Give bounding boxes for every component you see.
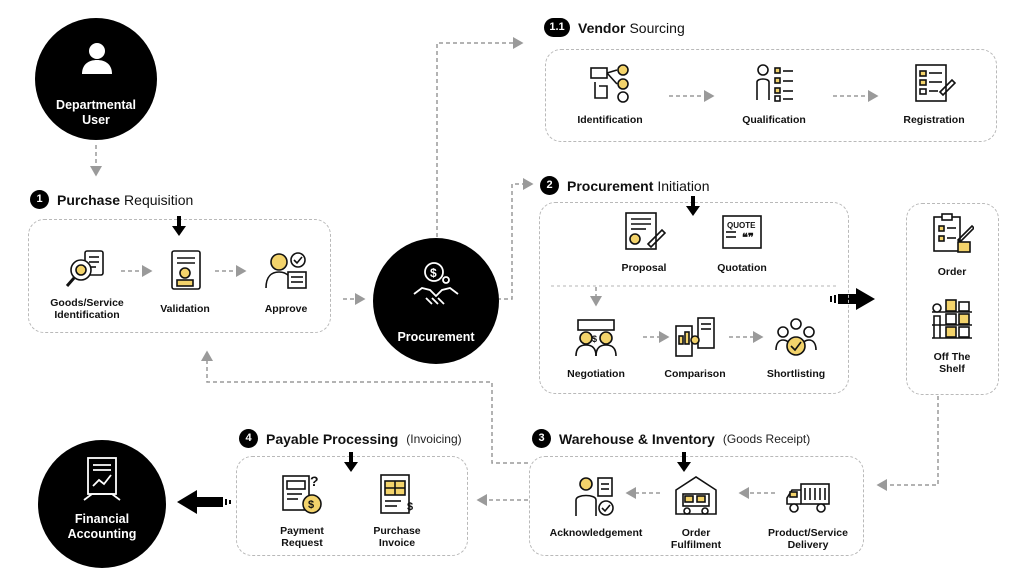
acknowledgement-step: Acknowledgement xyxy=(550,474,642,539)
approve-step: Approve xyxy=(263,248,309,315)
validation-step: Validation xyxy=(160,248,210,315)
vendor-sourcing-box xyxy=(545,49,997,142)
qualification-step: Qualification xyxy=(742,62,806,126)
entry-down-arrow xyxy=(344,452,358,472)
product-service-delivery-label: Product/Service Delivery xyxy=(768,527,848,551)
comparison-step: Comparison xyxy=(664,316,726,380)
shortlisting-step: Shortlisting xyxy=(767,316,825,380)
payable-processing-title: 4 Payable Processing (Invoicing) xyxy=(239,429,462,448)
order-step: Order xyxy=(930,212,974,278)
purchase-invoice-step: $ Purchase Invoice xyxy=(373,472,421,549)
section-title-bold: Payable Processing xyxy=(266,430,399,447)
svg-text:QUOTE: QUOTE xyxy=(727,221,756,230)
registration-form-icon xyxy=(912,62,956,104)
approve-label: Approve xyxy=(264,303,308,315)
section-title-rest: Sourcing xyxy=(629,19,685,36)
section-title-rest: Initiation xyxy=(657,177,710,194)
warehouse-icon xyxy=(673,474,719,518)
financial-accounting-node: Financial Accounting xyxy=(38,440,166,568)
section-subtitle: (Goods Receipt) xyxy=(722,431,811,446)
procurement-initiation-box xyxy=(539,202,849,394)
payment-request-step: ?$ Payment Request xyxy=(280,472,324,549)
entry-down-arrow xyxy=(172,216,186,236)
order-options-box xyxy=(906,203,999,395)
procurement-hub-node: $ Procurement xyxy=(373,238,499,364)
svg-text:$: $ xyxy=(407,501,413,513)
step-number-badge: 1.1 xyxy=(544,18,570,37)
order-label: Order xyxy=(937,266,967,278)
product-service-delivery-step: Product/Service Delivery xyxy=(768,476,848,551)
svg-text:❝❞: ❝❞ xyxy=(742,232,754,244)
validation-document-icon xyxy=(163,248,207,294)
identification-label: Identification xyxy=(577,114,643,126)
section-title-bold: Vendor xyxy=(578,19,626,36)
section-title-bold: Warehouse & Inventory xyxy=(559,430,715,447)
step-number-badge: 3 xyxy=(532,429,551,448)
proposal-label: Proposal xyxy=(621,262,667,274)
off-the-shelf-step: Off The Shelf xyxy=(930,298,974,375)
quotation-step: QUOTE ❝❞ Quotation xyxy=(717,212,767,274)
step-number-badge: 1 xyxy=(30,190,49,209)
svg-text:$: $ xyxy=(308,499,314,511)
validation-label: Validation xyxy=(160,303,210,315)
acknowledgement-icon xyxy=(574,474,618,518)
departmental-user-node: Departmental User xyxy=(35,18,157,140)
vendor-sourcing-title: 1.1 Vendor Sourcing xyxy=(544,18,685,37)
order-fulfilment-label: Order Fulfilment xyxy=(670,527,722,551)
procurement-initiation-title: 2 Procurement Initiation xyxy=(540,176,710,195)
delivery-truck-icon xyxy=(785,476,831,516)
svg-text:$: $ xyxy=(592,334,597,344)
handshake-dollar-icon: $ xyxy=(412,260,460,312)
goods-search-icon xyxy=(63,248,111,292)
goods-service-identification-label: Goods/Service Identification xyxy=(50,297,124,321)
procurement-hub-label: Procurement xyxy=(397,330,475,344)
warehouse-inventory-box xyxy=(529,456,864,556)
acknowledgement-label: Acknowledgement xyxy=(549,527,643,539)
svg-text:$: $ xyxy=(430,266,437,280)
svg-text:?: ? xyxy=(310,473,319,489)
registration-step: Registration xyxy=(903,62,965,126)
financial-accounting-label: Financial Accounting xyxy=(67,512,137,541)
approve-person-icon xyxy=(263,248,309,294)
order-fulfilment-step: Order Fulfilment xyxy=(671,474,721,551)
comparison-label: Comparison xyxy=(664,368,726,380)
quotation-label: Quotation xyxy=(717,262,767,274)
shortlisting-icon xyxy=(774,316,818,358)
purchase-invoice-icon: $ xyxy=(375,472,419,516)
registration-label: Registration xyxy=(903,114,965,126)
user-icon xyxy=(79,40,115,76)
section-subtitle: (Invoicing) xyxy=(406,431,462,446)
shortlisting-label: Shortlisting xyxy=(766,368,826,380)
section-title-bold: Purchase xyxy=(57,191,121,208)
step-number-badge: 2 xyxy=(540,176,559,195)
financial-report-icon xyxy=(82,456,122,502)
purchase-invoice-label: Purchase Invoice xyxy=(373,525,421,549)
goods-service-identification-step: Goods/Service Identification xyxy=(50,248,124,321)
qualification-checklist-icon xyxy=(753,62,795,104)
payment-request-label: Payment Request xyxy=(280,525,324,549)
warehouse-inventory-title: 3 Warehouse & Inventory (Goods Receipt) xyxy=(532,429,810,448)
shelf-boxes-icon xyxy=(930,298,974,340)
negotiation-icon: $ xyxy=(574,318,618,358)
quotation-icon: QUOTE ❝❞ xyxy=(720,212,764,252)
negotiation-label: Negotiation xyxy=(567,368,625,380)
section-title-rest: Requisition xyxy=(124,191,194,208)
comparison-icon xyxy=(673,316,717,358)
entry-down-arrow xyxy=(686,196,700,216)
identification-step: Identification xyxy=(577,62,643,126)
order-clipboard-icon xyxy=(930,212,974,254)
departmental-user-label: Departmental User xyxy=(56,98,136,127)
entry-down-arrow xyxy=(677,452,691,472)
proposal-document-icon xyxy=(622,210,666,252)
negotiation-step: $ Negotiation xyxy=(567,318,625,380)
payment-request-icon: ?$ xyxy=(280,472,324,516)
proposal-step: Proposal xyxy=(622,210,666,274)
identification-icon xyxy=(587,62,633,104)
purchase-requisition-title: 1 Purchase Requisition xyxy=(30,190,193,209)
off-the-shelf-label: Off The Shelf xyxy=(933,351,971,375)
qualification-label: Qualification xyxy=(742,114,806,126)
step-number-badge: 4 xyxy=(239,429,258,448)
section-title-bold: Procurement xyxy=(567,177,654,194)
